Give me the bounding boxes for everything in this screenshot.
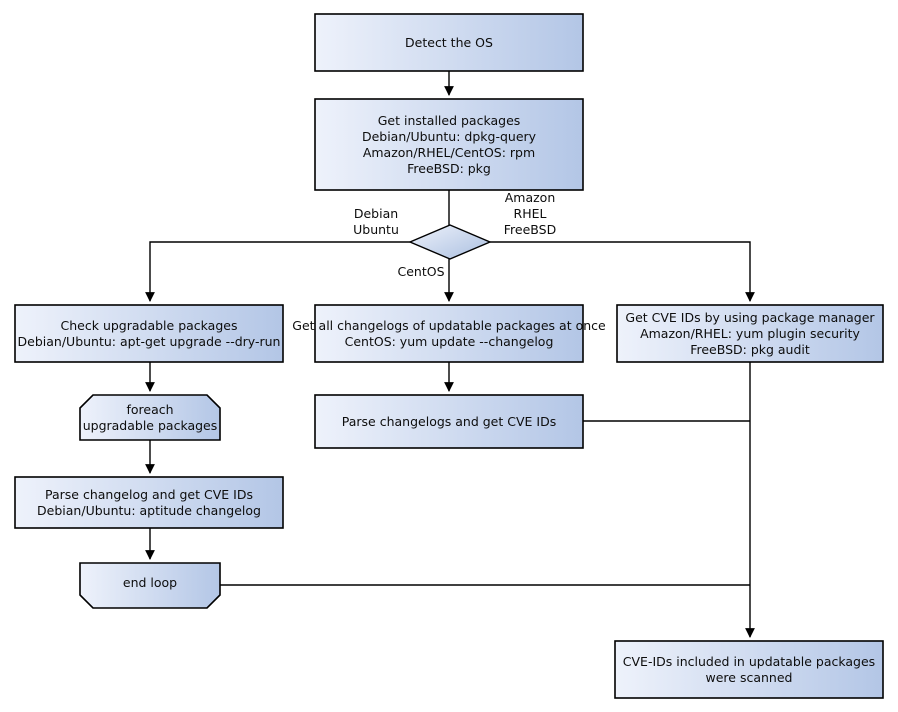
node-get-installed-packages[interactable] [314, 98, 584, 191]
text-line: Debian [353, 206, 399, 221]
node-parse-changelog-get-cve-ids[interactable] [14, 476, 284, 529]
text-line: FreeBSD [503, 222, 557, 237]
node-cve-ids-scanned[interactable] [614, 640, 884, 699]
edge-layer [145, 71, 755, 638]
node-parse-changelogs-get-cve-ids[interactable] [314, 394, 584, 449]
text-line: RHEL [513, 206, 547, 221]
node-foreach-upgradable-packages[interactable] [79, 394, 221, 441]
node-end-loop[interactable] [79, 562, 221, 609]
text-line: CentOS [397, 264, 445, 279]
node-detect-os[interactable] [314, 13, 584, 72]
text-line: Amazon [504, 190, 556, 205]
node-get-all-changelogs[interactable] [314, 304, 584, 363]
node-check-upgradable-packages[interactable] [14, 304, 284, 363]
node-os-decision[interactable] [408, 224, 492, 260]
edge-label-centos: CentOS [390, 264, 452, 280]
edge-decision-to-package-manager [490, 241, 755, 302]
edge-decision-to-check-upgradable [145, 241, 410, 302]
text-line: Ubuntu [353, 222, 399, 237]
node-get-cve-ids-package-manager[interactable] [616, 304, 884, 363]
node-layer [14, 13, 884, 699]
